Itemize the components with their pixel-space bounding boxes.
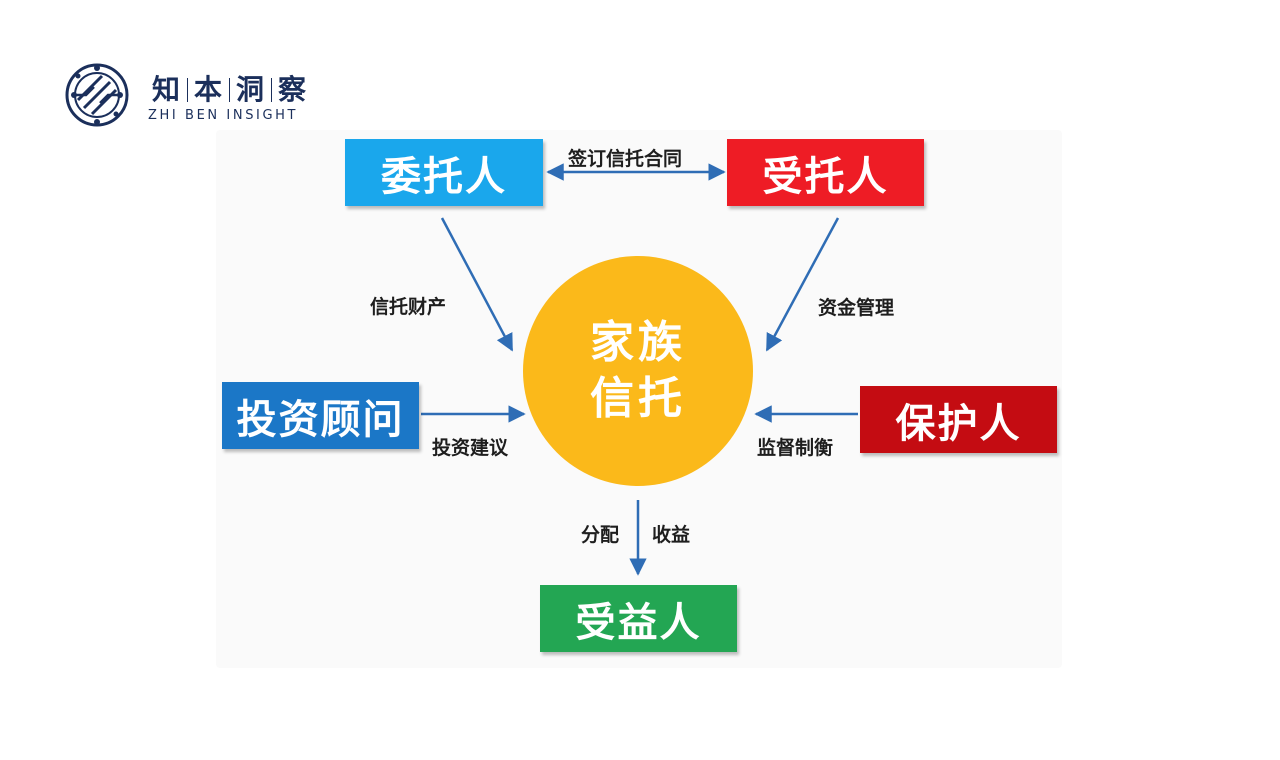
brand-char: 察: [278, 73, 308, 106]
circuit-globe-icon: [65, 63, 129, 127]
edge-label-trust-assets: 信托财产: [370, 296, 447, 318]
edge-label-distribution: 分配: [581, 524, 620, 546]
arrow-trustee-center: [765, 217, 840, 352]
center-line-2: 信托: [590, 373, 686, 424]
brand-name-cn: 知本洞察: [146, 68, 313, 108]
brand-name-en: ZHI BEN INSIGHT: [148, 108, 299, 123]
node-family-trust: 家族 信托: [523, 256, 753, 486]
center-line-1: 家族: [590, 317, 686, 368]
arrow-settlor-center: [440, 217, 514, 352]
edge-label-fund-management: 资金管理: [818, 297, 895, 319]
node-trustee: 受托人: [727, 139, 924, 206]
brand-char: 洞: [236, 73, 266, 106]
node-investment-advisor: 投资顾问: [222, 382, 419, 449]
brand-logo: 知本洞察 ZHI BEN INSIGHT: [64, 62, 324, 132]
edge-label-sign-contract: 签订信托合同: [568, 148, 683, 170]
edge-label-income: 收益: [652, 524, 691, 546]
brand-divider: [271, 78, 273, 102]
brand-char: 知: [152, 73, 182, 106]
brand-char: 本: [194, 73, 224, 106]
edge-label-investment-advice: 投资建议: [432, 437, 509, 459]
edge-label-supervision: 监督制衡: [757, 437, 834, 459]
brand-divider: [187, 78, 189, 102]
node-beneficiary: 受益人: [540, 585, 737, 652]
brand-divider: [229, 78, 231, 102]
node-protector: 保护人: [860, 386, 1057, 453]
node-settlor: 委托人: [345, 139, 543, 206]
